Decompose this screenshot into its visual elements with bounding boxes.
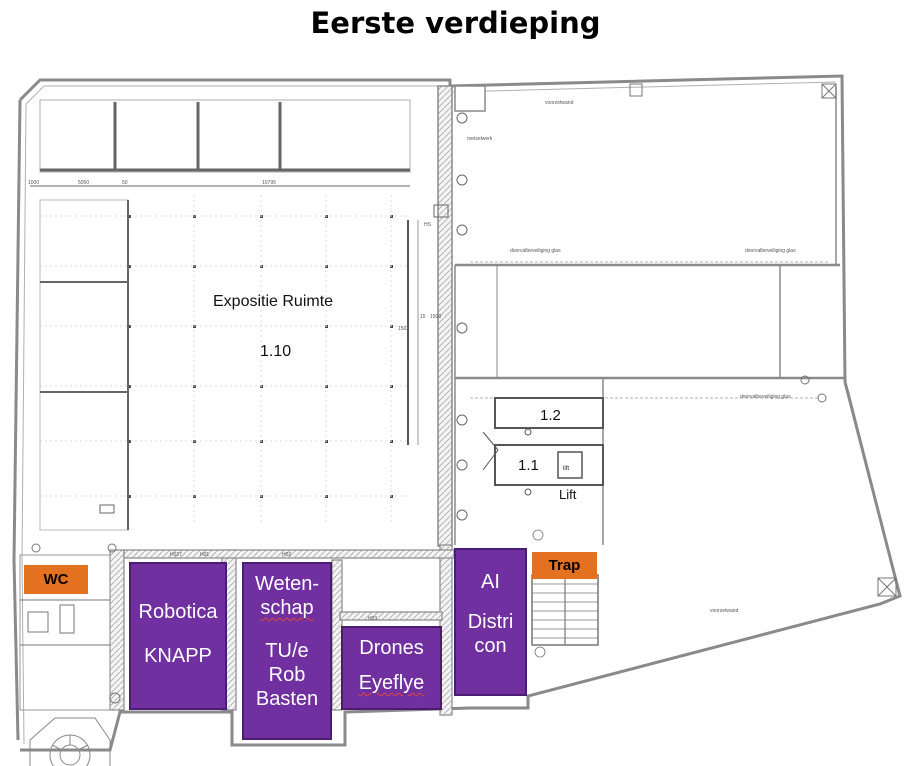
- annotation-voorzetwand-2: voorzetwand: [710, 608, 739, 614]
- dim-5050: 5050: [78, 180, 89, 186]
- outer-wall-north: [18, 74, 847, 383]
- page-title: Eerste verdieping: [310, 6, 601, 40]
- annotation-h03: H03: [368, 616, 377, 622]
- outer-wall-south: [20, 706, 471, 752]
- east-room-fixtures: [629, 83, 897, 597]
- room-label-expositie-ruimte: Expositie Ruimte: [213, 293, 334, 310]
- room-number-1-2: 1.2: [540, 407, 561, 424]
- zone-wetenschap-line4: Rob: [268, 664, 306, 686]
- dim-10795: 10795: [262, 180, 276, 186]
- stair: [531, 529, 599, 658]
- annotation-doorvalbeveiliging-3: doorvalbeveiliging glas: [740, 394, 791, 400]
- outer-wall-west: [12, 99, 22, 741]
- spiral-stair: [29, 717, 111, 766]
- column-grid: [128, 215, 393, 498]
- zone-ai-line1: AI: [481, 571, 500, 593]
- dim-50: 50: [122, 180, 128, 186]
- lift-car-label: lift: [563, 466, 569, 472]
- dim-1000: 1000: [28, 180, 39, 186]
- zone-robotica-line1: Robotica: [138, 601, 218, 623]
- zone-drones: Drones Eyeflye: [341, 626, 442, 710]
- zone-wc: WC: [24, 565, 88, 594]
- central-wall: [437, 85, 486, 547]
- annotation-hs: HS: [424, 222, 432, 228]
- dashed-grid-lines: [40, 195, 410, 525]
- zone-robotica: Robotica KNAPP: [129, 562, 227, 710]
- annotation-doorvalbeveiliging-2: doorvalbeveiliging glas: [745, 248, 796, 254]
- central-wall-fixtures: [433, 112, 468, 521]
- zone-drones-line2: Eyeflye: [358, 672, 425, 694]
- zone-trap: Trap: [532, 552, 597, 579]
- dim-1500: 1500: [430, 314, 441, 320]
- outer-wall-east: [470, 381, 902, 710]
- annotation-h027: H027: [170, 552, 182, 558]
- dim-15: 15: [420, 314, 426, 320]
- zone-ai-line2: Distri: [467, 611, 514, 633]
- zone-wetenschap-line5: Basten: [255, 688, 319, 710]
- zone-ai-line3: con: [474, 635, 507, 657]
- zone-wetenschap-line1: Weten-: [254, 573, 320, 595]
- zone-trap-label: Trap: [548, 557, 581, 574]
- annotation-metselwerk: metselwerk: [467, 136, 493, 142]
- wc-area: [19, 543, 121, 711]
- dim-1502: 1502: [398, 326, 409, 332]
- annotation-h02: H02: [282, 552, 291, 558]
- zone-ai: AI Distri con: [454, 548, 527, 696]
- lift-label: Lift: [559, 487, 577, 502]
- zone-wetenschap-line2: schap: [260, 597, 314, 619]
- glass-railings: [470, 261, 830, 399]
- north-storage-strip: [30, 99, 411, 187]
- annotation-voorzetwand-1: voorzetwand: [545, 100, 574, 106]
- annotation-doorvalbeveiliging-1: doorvalbeveiliging glas: [510, 248, 561, 254]
- room-number-1-1: 1.1: [518, 457, 539, 474]
- hall-west-partitions: [39, 199, 129, 531]
- core-block: [482, 397, 604, 496]
- zone-drones-line1: Drones: [359, 637, 424, 659]
- east-rooms: [454, 86, 901, 597]
- annotation-h01: H01: [200, 552, 209, 558]
- zone-robotica-line2: KNAPP: [144, 645, 212, 667]
- room-number-1-10: 1.10: [260, 343, 292, 360]
- zone-wetenschap: Weten- schap TU/e Rob Basten: [242, 562, 332, 740]
- inner-wall-lines: [21, 81, 837, 745]
- zone-wc-label: WC: [43, 571, 69, 588]
- zone-wetenschap-line3: TU/e: [265, 640, 309, 662]
